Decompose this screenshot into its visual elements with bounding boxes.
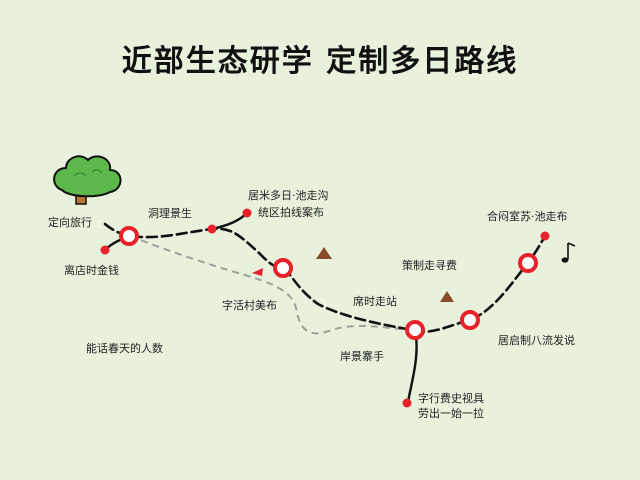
label-node7-right: 居启制八流发说: [498, 334, 575, 347]
dot-node3: [242, 208, 252, 218]
marker-node4: [273, 258, 293, 278]
label-node5-right: 策制走寻费: [402, 259, 457, 272]
label-branch-line2: 劳出一始一拉: [418, 407, 484, 420]
main-route-path: [103, 222, 547, 333]
label-node3-line2: 统区拍线案布: [258, 206, 324, 219]
label-note-left: 能话春天的人数: [86, 342, 163, 355]
dot-start-below: [100, 245, 110, 255]
branch-node3: [211, 212, 248, 231]
label-node2: 洞理景生: [148, 207, 192, 220]
triangle-mountain-icon-2: [440, 291, 454, 302]
label-start: 定向旅行: [48, 216, 92, 229]
label-branch-line1: 字行费史视具: [418, 392, 484, 405]
flag-icon: [252, 268, 263, 276]
label-node6-below: 岸景寨手: [340, 350, 384, 363]
music-note-icon: [561, 242, 576, 263]
label-start-below: 离店时金钱: [64, 264, 119, 277]
marker-start: [119, 226, 139, 246]
marker-node6: [405, 320, 425, 340]
label-node4-below: 字活村美布: [222, 299, 277, 312]
page-title: 近部生态研学 定制多日路线: [121, 44, 519, 79]
dot-node2: [207, 224, 217, 234]
tree-icon: [53, 155, 122, 205]
marker-node8: [518, 253, 538, 273]
label-node3-line1: 居米多日·池走沟: [248, 189, 329, 202]
marker-node7: [460, 310, 480, 330]
alternative-route-path: [129, 235, 413, 335]
label-node5: 席时走站: [353, 295, 397, 308]
branch-down: [406, 329, 418, 403]
dot-branch: [402, 398, 412, 408]
dot-end: [540, 231, 550, 241]
label-end: 合闷室苏·池走布: [487, 210, 568, 223]
triangle-mountain-icon: [316, 247, 332, 259]
